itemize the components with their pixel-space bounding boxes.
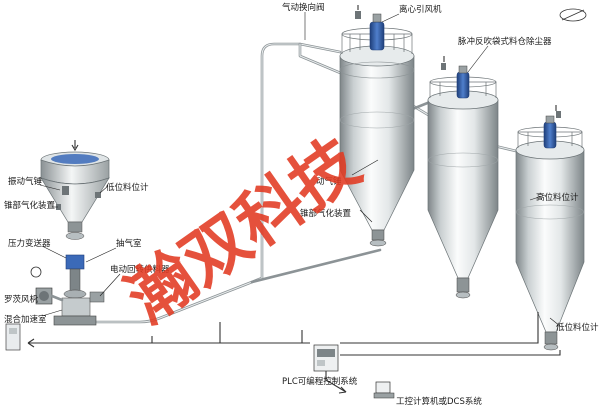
label-dcs-system: 工控计算机或DCS系统	[396, 396, 482, 407]
label-suction-chamber: 抽气室	[116, 238, 142, 249]
label-pressure-transmitter: 压力变送器	[8, 238, 51, 249]
label-centrifugal-fan: 离心引风机	[399, 4, 442, 15]
leader-lines	[33, 12, 561, 327]
label-vibration-motor: 振动气锤	[8, 176, 43, 187]
label-roots-blower: 罗茨风机	[4, 294, 39, 305]
feed-hopper	[40, 151, 110, 240]
silo-1	[339, 11, 415, 247]
control-lines	[27, 5, 561, 394]
watermark: 瀚双科技	[112, 123, 373, 338]
label-high-level: 高位料位计	[536, 192, 579, 203]
label-fluidizer-left: 锥部气化装置	[4, 200, 56, 211]
control-panels	[5, 323, 395, 399]
label-vibration-mid: 动气锤	[316, 176, 342, 187]
label-fluidizer-mid: 锥部气化装置	[300, 208, 352, 219]
label-plc-system: PLC可编程控制系统	[282, 376, 358, 387]
feeder-assembly	[30, 254, 105, 326]
silo-3	[515, 111, 585, 351]
labels: 气动换向阀 离心引风机 脉冲反吹袋式料仓除尘器 振动气锤 锥部气化装置 低位料位…	[4, 2, 599, 407]
compass-icon	[559, 8, 587, 22]
label-mixing-chamber: 混合加速室	[4, 314, 47, 325]
label-low-level-left: 低位料位计	[106, 182, 149, 193]
watermark-text: 瀚双科技	[112, 123, 373, 338]
label-electric-feeder: 电动回转供料器	[110, 264, 170, 275]
label-pneumatic-valve: 气动换向阀	[282, 2, 325, 13]
silo-2	[427, 63, 499, 299]
label-low-level-right: 低位料位计	[556, 322, 599, 333]
label-pulse-dust-collector: 脉冲反吹袋式料仓除尘器	[458, 36, 552, 47]
